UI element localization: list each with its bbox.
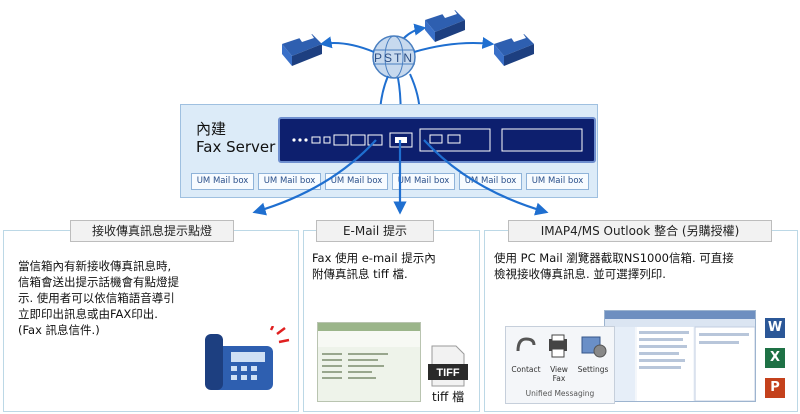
arrow-to-lamp-panel <box>252 139 377 216</box>
tiff-file-icon: TIFF <box>428 345 468 387</box>
settings-icon[interactable] <box>580 333 608 359</box>
email-panel-text: Fax 使用 e-mail 提示內 附傳真訊息 tiff 檔. <box>312 250 436 282</box>
um-mailbox: UM Mail box <box>191 173 254 190</box>
outlook-text-line: 檢視接收傳真訊息. 並可選擇列印. <box>494 267 666 281</box>
fax-email-screenshot <box>317 322 421 402</box>
lamp-panel-title: 接收傳真訊息提示點燈 <box>70 220 234 242</box>
desk-phone-icon <box>205 326 290 390</box>
server-label-line1: 內建 <box>196 120 227 138</box>
fax-machine-icon <box>425 8 465 42</box>
email-text-line: Fax 使用 e-mail 提示內 <box>312 251 436 265</box>
fax-machine-icon <box>282 32 322 66</box>
settings-label[interactable]: Settings <box>577 365 609 374</box>
contact-icon[interactable] <box>514 335 538 359</box>
view-fax-label-line2[interactable]: Fax <box>552 374 566 383</box>
pstn-label: PSTN <box>374 51 414 65</box>
tiff-caption: tiff 檔 <box>432 390 465 404</box>
outlook-text-line: 使用 PC Mail 瀏覽器截取NS1000信箱. 可直接 <box>494 251 734 265</box>
um-mailbox: UM Mail box <box>526 173 589 190</box>
email-panel-title: E-Mail 提示 <box>316 220 434 242</box>
pstn-to-fax-right-arrow <box>413 37 495 53</box>
pstn-to-fax-left-arrow <box>319 36 375 53</box>
lamp-text-line: 信箱會送出提示話機會有點燈提 <box>18 275 179 289</box>
ribbon-group-name: Unified Messaging <box>525 389 595 398</box>
server-label-line2: Fax Server <box>196 138 276 156</box>
pstn-to-fax-top-arrow <box>403 23 427 39</box>
arrow-to-outlook-panel <box>423 139 549 216</box>
outlook-window-screenshot <box>604 310 756 402</box>
lamp-text-line: 示. 使用者可以依信箱語音導引 <box>18 291 175 305</box>
word-icon: W <box>765 318 785 338</box>
lamp-text-line: 立即印出訊息或由FAX印出. <box>18 307 158 321</box>
fax-machine-icon <box>494 32 534 66</box>
outlook-panel-text: 使用 PC Mail 瀏覽器截取NS1000信箱. 可直接 檢視接收傳真訊息. … <box>494 250 734 282</box>
email-text-line: 附傳真訊息 tiff 檔. <box>312 267 408 281</box>
pstn-globe-icon <box>372 35 416 79</box>
outlook-panel-title: IMAP4/MS Outlook 整合 (另購授權) <box>508 220 772 242</box>
contact-label[interactable]: Contact <box>511 365 541 374</box>
excel-icon: X <box>765 348 785 368</box>
um-mailbox: UM Mail box <box>258 173 321 190</box>
view-fax-label-line1[interactable]: View <box>550 365 568 374</box>
lamp-text-line: (Fax 訊息信件.) <box>18 323 100 337</box>
view-fax-icon[interactable] <box>546 333 570 359</box>
outlook-window-icon <box>605 311 756 402</box>
server-device-icon <box>278 117 596 163</box>
tiff-badge-label: TIFF <box>436 367 459 379</box>
um-mailbox: UM Mail box <box>392 173 455 190</box>
lamp-panel-text: 當信箱內有新接收傳真訊息時, 信箱會送出提示話機會有點燈提 示. 使用者可以依信… <box>18 258 179 338</box>
lamp-text-line: 當信箱內有新接收傳真訊息時, <box>18 259 172 273</box>
powerpoint-icon: P <box>765 378 785 398</box>
email-window-icon <box>318 323 420 379</box>
unified-messaging-ribbon: Contact View Fax Settings Unified Messag… <box>505 326 615 404</box>
